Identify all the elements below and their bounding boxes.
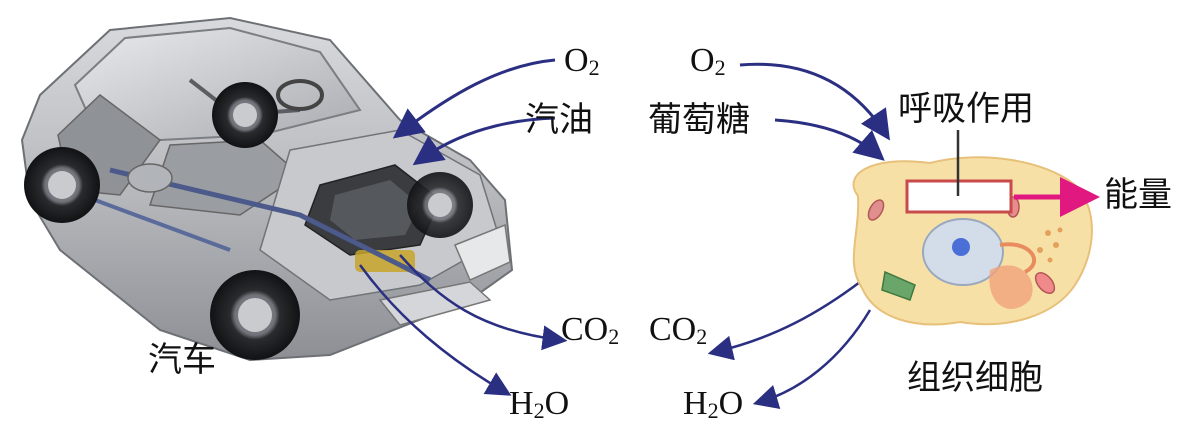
cell-input-oxygen-label: O2 xyxy=(690,44,726,79)
arrow-car-to-water xyxy=(358,264,512,396)
arrow-cell-to-co2 xyxy=(707,280,861,361)
car-output-water-label: H2O xyxy=(509,387,569,422)
arrow-fuel-to-car xyxy=(412,116,556,166)
water-subscript: 2 xyxy=(707,398,719,423)
nucleolus xyxy=(952,238,970,256)
cell-output-co2-label: CO2 xyxy=(649,313,707,348)
car-input-fuel-label: 汽油 xyxy=(525,100,593,140)
co2-subscript: 2 xyxy=(696,324,708,349)
water-o: O xyxy=(544,385,570,422)
arrow-oxygen-to-cell xyxy=(739,62,890,141)
oxygen-subscript: 2 xyxy=(588,55,600,80)
car-input-oxygen-label: O2 xyxy=(564,44,600,79)
arrow-oxygen-to-car xyxy=(392,58,556,139)
arrow-car-to-co2 xyxy=(399,254,568,351)
water-o: O xyxy=(718,385,744,422)
water-h: H xyxy=(683,385,708,422)
energy-label: 能量 xyxy=(1104,175,1172,215)
water-subscript: 2 xyxy=(533,398,545,423)
respiration-process-label: 呼吸作用 xyxy=(898,89,1034,129)
cell-output-water-label: H2O xyxy=(683,387,743,422)
cell-input-glucose-label: 葡萄糖 xyxy=(648,100,750,140)
oxygen-symbol: O xyxy=(564,42,589,79)
oxygen-symbol: O xyxy=(690,42,715,79)
cell-label: 组织细胞 xyxy=(907,358,1043,398)
co2-symbol: CO xyxy=(561,311,609,348)
water-h: H xyxy=(509,385,534,422)
car-illustration xyxy=(20,16,514,362)
arrow-glucose-to-cell xyxy=(774,118,885,161)
arrow-cell-to-water xyxy=(752,309,872,409)
car-output-co2-label: CO2 xyxy=(561,313,619,348)
oxygen-subscript: 2 xyxy=(714,55,726,80)
co2-subscript: 2 xyxy=(608,324,620,349)
car-label: 汽车 xyxy=(148,340,216,380)
co2-symbol: CO xyxy=(649,311,697,348)
